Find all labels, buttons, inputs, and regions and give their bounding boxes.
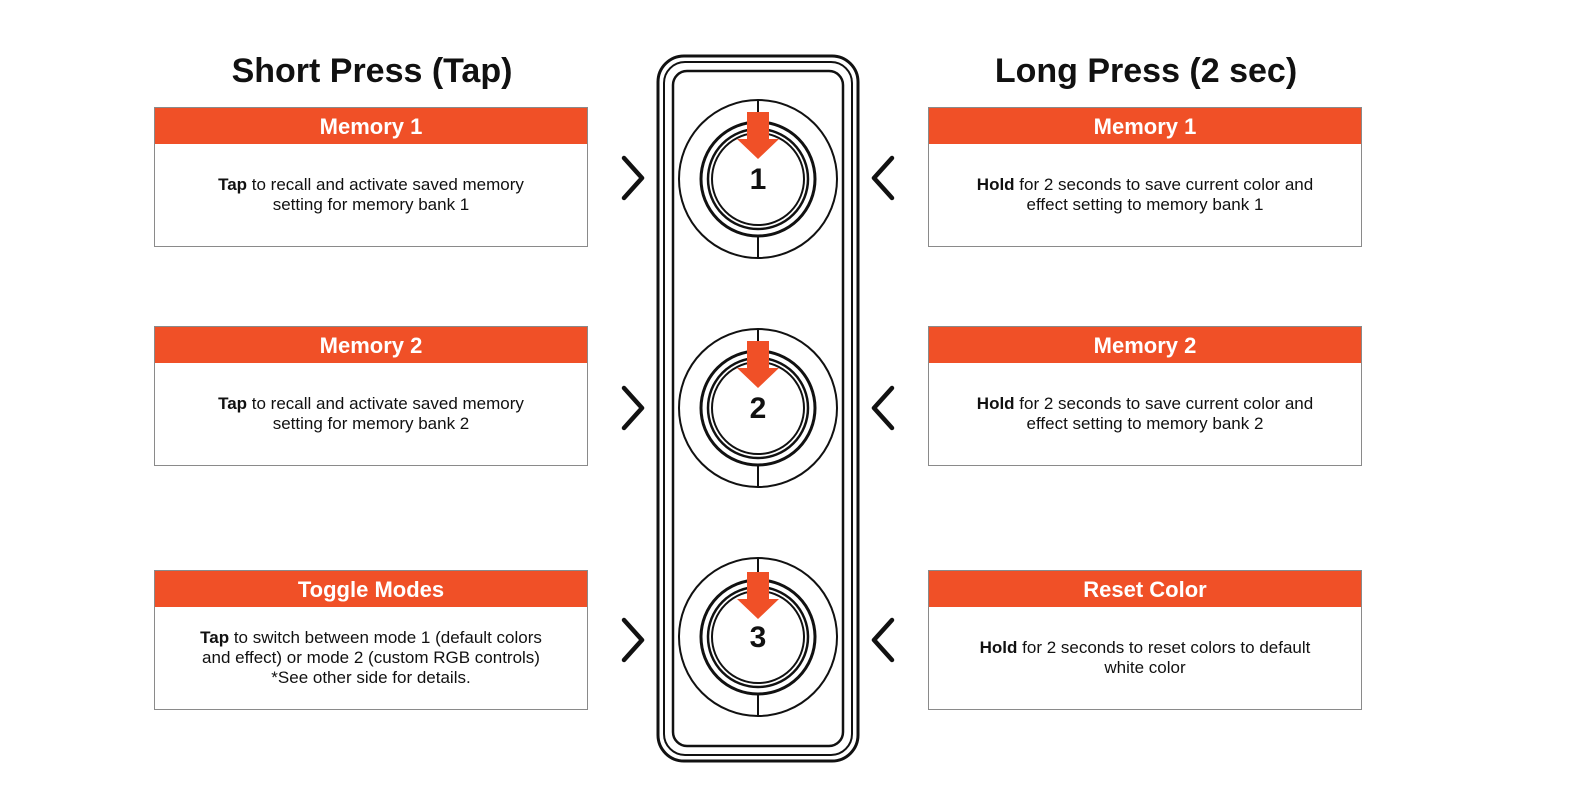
chevron-left-icon xyxy=(871,385,895,431)
press-arrow-icon xyxy=(737,572,779,619)
description-text: to recall and activate saved memory xyxy=(247,175,524,194)
card-header: Toggle Modes xyxy=(155,571,587,607)
short-press-card-toggle-modes: Toggle Modes Tap to switch between mode … xyxy=(154,570,588,710)
card-body: Hold for 2 seconds to reset colors to de… xyxy=(929,607,1361,709)
action-word: Hold xyxy=(979,638,1018,657)
title-short-press: Short Press (Tap) xyxy=(231,52,513,90)
card-body: Hold for 2 seconds to save current color… xyxy=(929,363,1361,465)
long-press-card-memory-1: Memory 1 Hold for 2 seconds to save curr… xyxy=(928,107,1362,247)
card-body: Tap to recall and activate saved memory … xyxy=(155,144,587,246)
action-word: Tap xyxy=(218,175,248,194)
press-arrow-icon xyxy=(737,112,779,159)
description-line: setting for memory bank 1 xyxy=(272,195,470,214)
button-1[interactable]: 1 xyxy=(678,99,838,259)
press-arrow-icon xyxy=(737,341,779,388)
card-header: Memory 1 xyxy=(929,108,1361,144)
description-line: and effect) or mode 2 (custom RGB contro… xyxy=(202,648,540,667)
description-line: effect setting to memory bank 2 xyxy=(1026,414,1264,433)
card-body: Tap to recall and activate saved memory … xyxy=(155,363,587,465)
chevron-right-icon xyxy=(621,155,645,201)
card-header: Memory 1 xyxy=(155,108,587,144)
panel-outline xyxy=(656,54,860,763)
action-word: Tap xyxy=(218,394,248,413)
card-body: Hold for 2 seconds to save current color… xyxy=(929,144,1361,246)
short-press-card-memory-2: Memory 2 Tap to recall and activate save… xyxy=(154,326,588,466)
chevron-left-icon xyxy=(871,617,895,663)
button-2[interactable]: 2 xyxy=(678,328,838,488)
chevron-right-icon xyxy=(621,617,645,663)
card-body: Tap to switch between mode 1 (default co… xyxy=(155,607,587,709)
action-word: Hold xyxy=(976,175,1015,194)
title-long-press: Long Press (2 sec) xyxy=(994,52,1298,90)
description-line: setting for memory bank 2 xyxy=(272,414,470,433)
action-word: Tap xyxy=(200,628,230,647)
short-press-card-memory-1: Memory 1 Tap to recall and activate save… xyxy=(154,107,588,247)
card-header: Reset Color xyxy=(929,571,1361,607)
button-number: 1 xyxy=(750,163,767,196)
card-header: Memory 2 xyxy=(929,327,1361,363)
action-word: Hold xyxy=(976,394,1015,413)
chevron-left-icon xyxy=(871,155,895,201)
card-header: Memory 2 xyxy=(155,327,587,363)
button-3[interactable]: 3 xyxy=(678,557,838,717)
description-text: for 2 seconds to save current color and xyxy=(1014,175,1314,194)
description-text: to recall and activate saved memory xyxy=(247,394,524,413)
button-number: 2 xyxy=(750,392,767,425)
button-number: 3 xyxy=(750,621,767,654)
description-line: effect setting to memory bank 1 xyxy=(1026,195,1264,214)
description-text: to switch between mode 1 (default colors xyxy=(229,628,542,647)
long-press-card-reset-color: Reset Color Hold for 2 seconds to reset … xyxy=(928,570,1362,710)
description-note: *See other side for details. xyxy=(271,668,471,687)
long-press-card-memory-2: Memory 2 Hold for 2 seconds to save curr… xyxy=(928,326,1362,466)
description-text: for 2 seconds to reset colors to default xyxy=(1017,638,1311,657)
chevron-right-icon xyxy=(621,385,645,431)
description-line: white color xyxy=(1104,658,1186,677)
description-text: for 2 seconds to save current color and xyxy=(1014,394,1314,413)
